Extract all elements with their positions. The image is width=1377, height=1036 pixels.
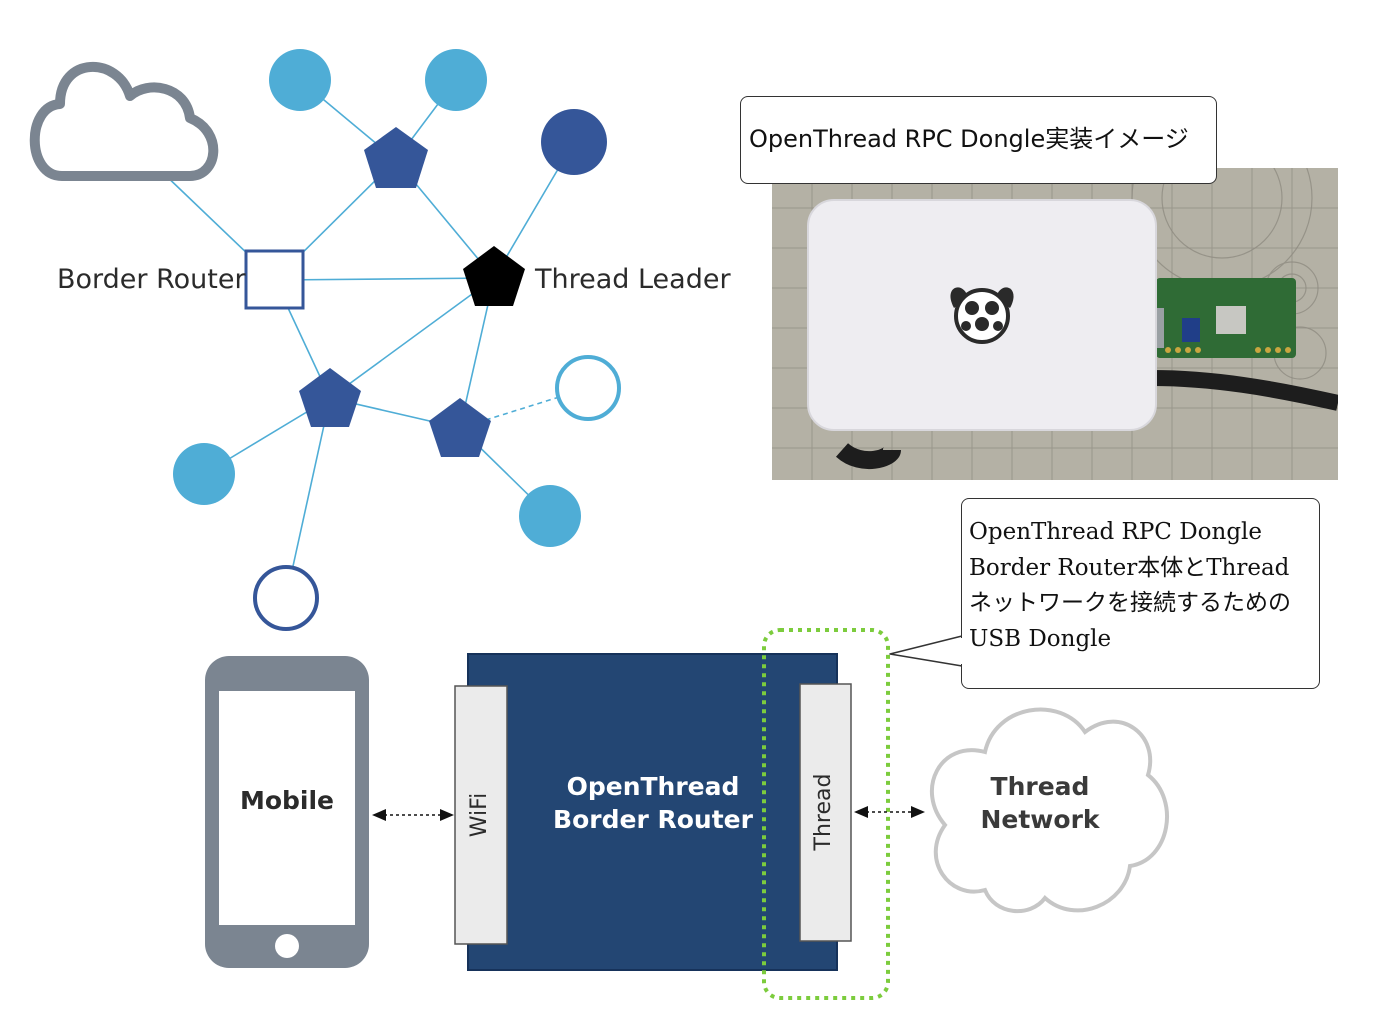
dongle-callout-text: OpenThread RPC Dongle Border Router本体とTh… — [969, 515, 1291, 657]
dongle-photo — [772, 168, 1338, 480]
thread-network-line: Network — [980, 805, 1100, 834]
photo-callout-title: OpenThread RPC Dongle実装イメージ — [749, 125, 1189, 153]
border-router-body — [467, 653, 838, 971]
link — [274, 277, 495, 281]
dongle-callout-line: USB Dongle — [969, 625, 1112, 652]
end-device-node — [269, 49, 331, 111]
dongle-callout: OpenThread RPC Dongle Border Router本体とTh… — [961, 498, 1320, 689]
border-router-node — [244, 249, 305, 310]
router-node — [429, 398, 491, 457]
thread-interface-label: Thread — [811, 773, 836, 851]
thread-leader-node — [463, 246, 525, 306]
thread-network-line: Thread — [990, 772, 1090, 801]
mobile-label: Mobile — [239, 786, 335, 815]
mobile-phone-icon — [205, 656, 369, 968]
sleepy-end-device-node — [555, 355, 621, 421]
router-node — [364, 127, 428, 188]
rpc-dongle-outline — [762, 628, 890, 1000]
dongle-photo-illustration — [772, 168, 1338, 480]
dongle-callout-line: Border Router本体とThread — [969, 554, 1290, 581]
raspberry-logo-icon — [950, 287, 1014, 344]
link — [285, 397, 331, 599]
end-device-node — [173, 443, 235, 505]
sleepy-end-device-node — [253, 565, 319, 631]
thread-link-arrow — [854, 806, 925, 818]
router-title-line: OpenThread — [566, 772, 740, 801]
end-device-node — [519, 485, 581, 547]
dongle-callout-line: OpenThread RPC Dongle — [969, 519, 1263, 545]
end-device-node — [425, 49, 487, 111]
link — [329, 277, 495, 399]
router-title: OpenThread Border Router — [540, 770, 766, 836]
cloud-icon — [29, 61, 219, 181]
router-eligible-node — [541, 109, 607, 175]
thread-network-label: Thread Network — [960, 770, 1120, 836]
thread-interface-panel — [799, 683, 852, 942]
border-router-label: Border Router — [57, 264, 246, 295]
wifi-interface-panel — [454, 685, 508, 945]
thread-leader-label: Thread Leader — [535, 264, 731, 295]
thread-network-cloud-icon — [929, 707, 1169, 914]
photo-callout: OpenThread RPC Dongle実装イメージ — [740, 96, 1217, 184]
dongle-callout-line: ネットワークを接続するための — [969, 590, 1291, 616]
router-title-line: Border Router — [553, 805, 753, 834]
wifi-label: WiFi — [467, 792, 492, 838]
wifi-link-arrow — [372, 809, 454, 821]
router-node — [299, 368, 361, 427]
